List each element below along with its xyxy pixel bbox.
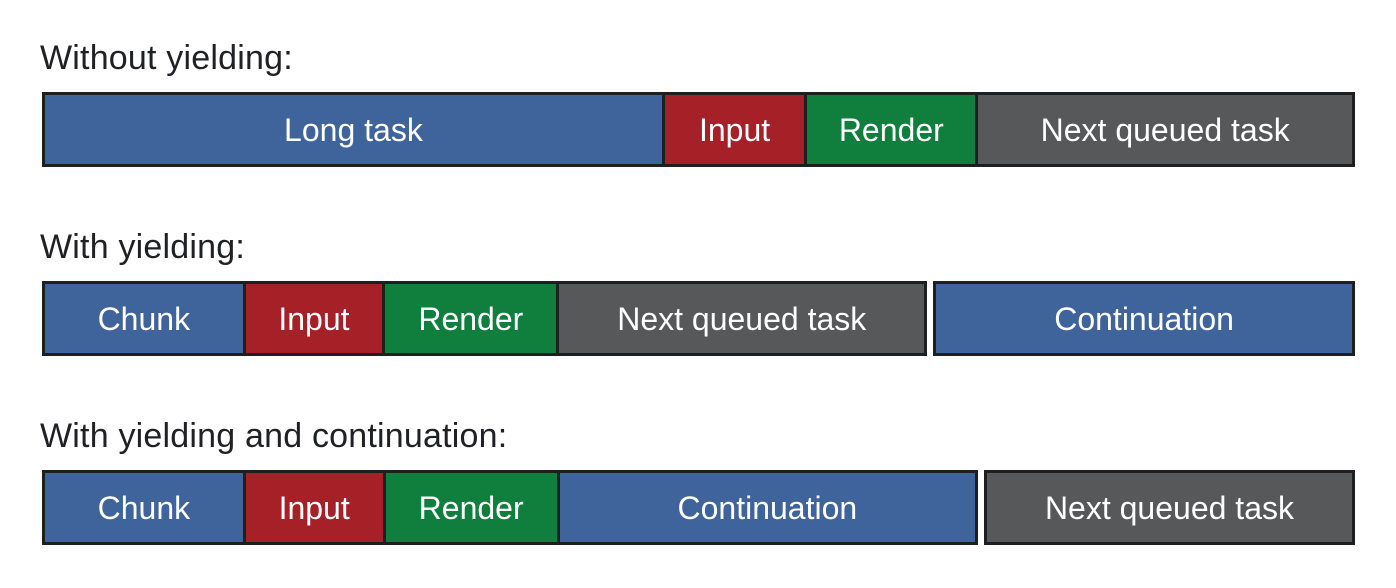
segment-chunk: Chunk <box>42 281 246 356</box>
task-boundary-gap <box>977 470 984 545</box>
section-title-with-yielding-and-continuation: With yielding and continuation: <box>40 417 508 455</box>
timeline-bar-with-yielding: Chunk Input Render Next queued task Cont… <box>42 281 1356 356</box>
segment-next-queued-task: Next queued task <box>556 281 928 356</box>
segment-input: Input <box>242 470 386 545</box>
segment-continuation: Continuation <box>933 281 1356 356</box>
segment-long-task: Long task <box>42 92 665 167</box>
section-title-with-yielding: With yielding: <box>40 228 245 266</box>
timeline-bar-without-yielding: Long task Input Render Next queued task <box>42 92 1356 167</box>
timeline-bar-with-yielding-and-continuation: Chunk Input Render Continuation Next que… <box>42 470 1355 545</box>
segment-render: Render <box>382 470 560 545</box>
segment-render: Render <box>804 92 979 167</box>
section-with-yielding-and-continuation: With yielding and continuation: Chunk In… <box>0 414 1396 545</box>
segment-chunk: Chunk <box>42 470 246 545</box>
section-without-yielding: Without yielding: Long task Input Render… <box>0 36 1396 167</box>
section-title-without-yielding: Without yielding: <box>40 39 293 77</box>
segment-render: Render <box>382 281 560 356</box>
segment-input: Input <box>661 92 808 167</box>
segment-continuation: Continuation <box>556 470 978 545</box>
segment-next-queued-task: Next queued task <box>983 470 1355 545</box>
segment-input: Input <box>242 281 386 356</box>
segment-next-queued-task: Next queued task <box>975 92 1356 167</box>
section-with-yielding: With yielding: Chunk Input Render Next q… <box>0 225 1396 356</box>
task-boundary-gap <box>927 281 934 356</box>
